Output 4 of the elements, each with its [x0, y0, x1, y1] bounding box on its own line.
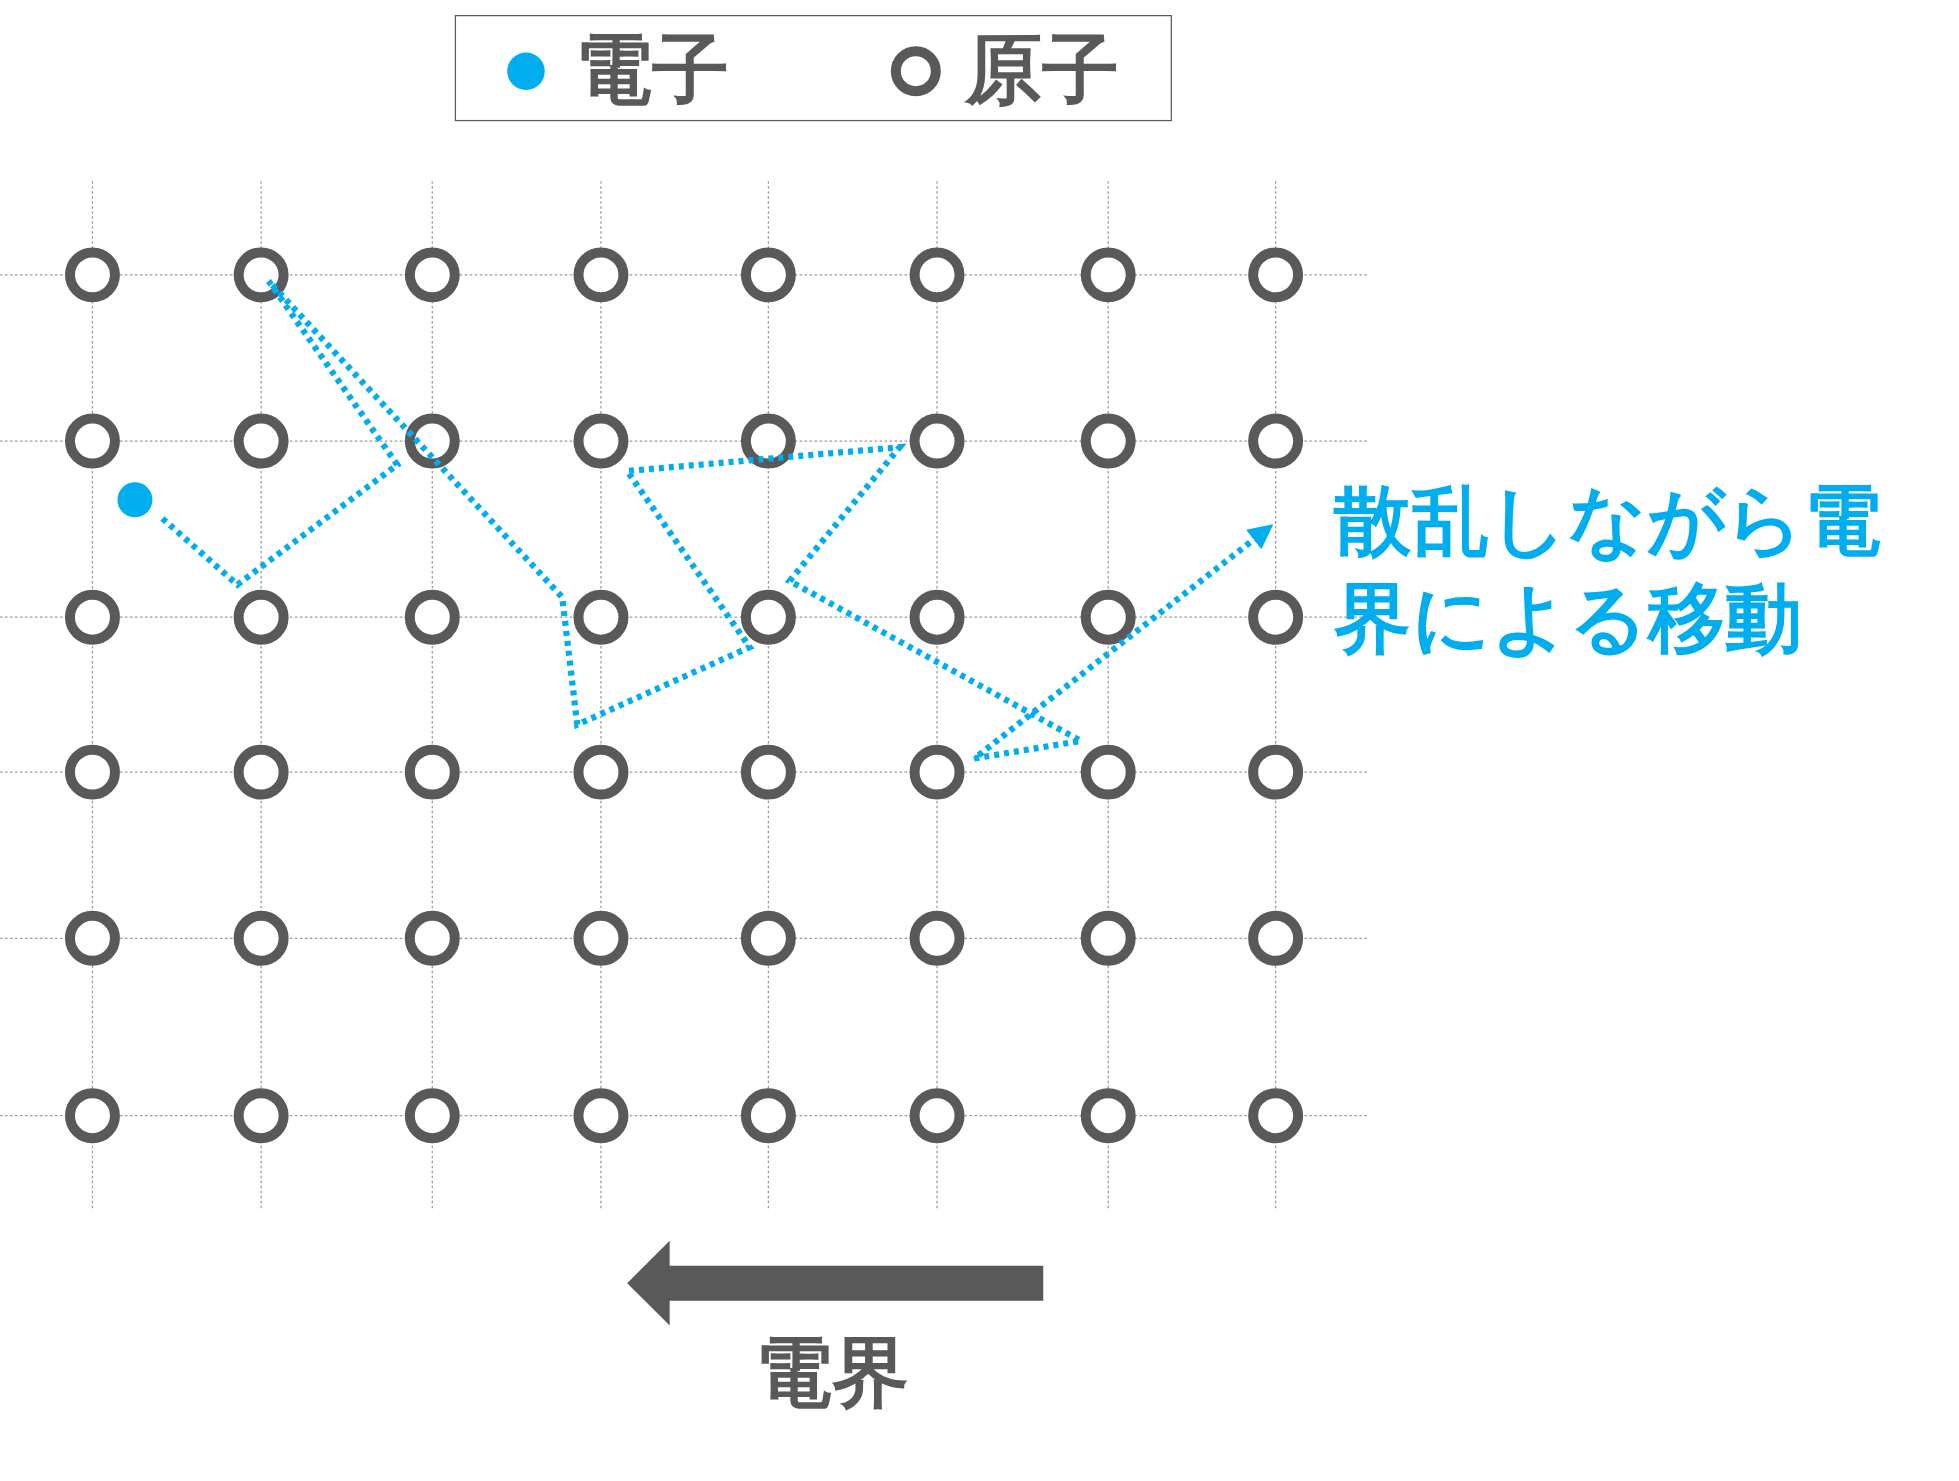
motion-label: 散乱しながら電界による移動 — [1334, 473, 1883, 665]
field-label: 電界 — [754, 1334, 910, 1412]
legend-label: 原子 — [964, 31, 1120, 109]
legend-label: 電子 — [574, 31, 730, 109]
